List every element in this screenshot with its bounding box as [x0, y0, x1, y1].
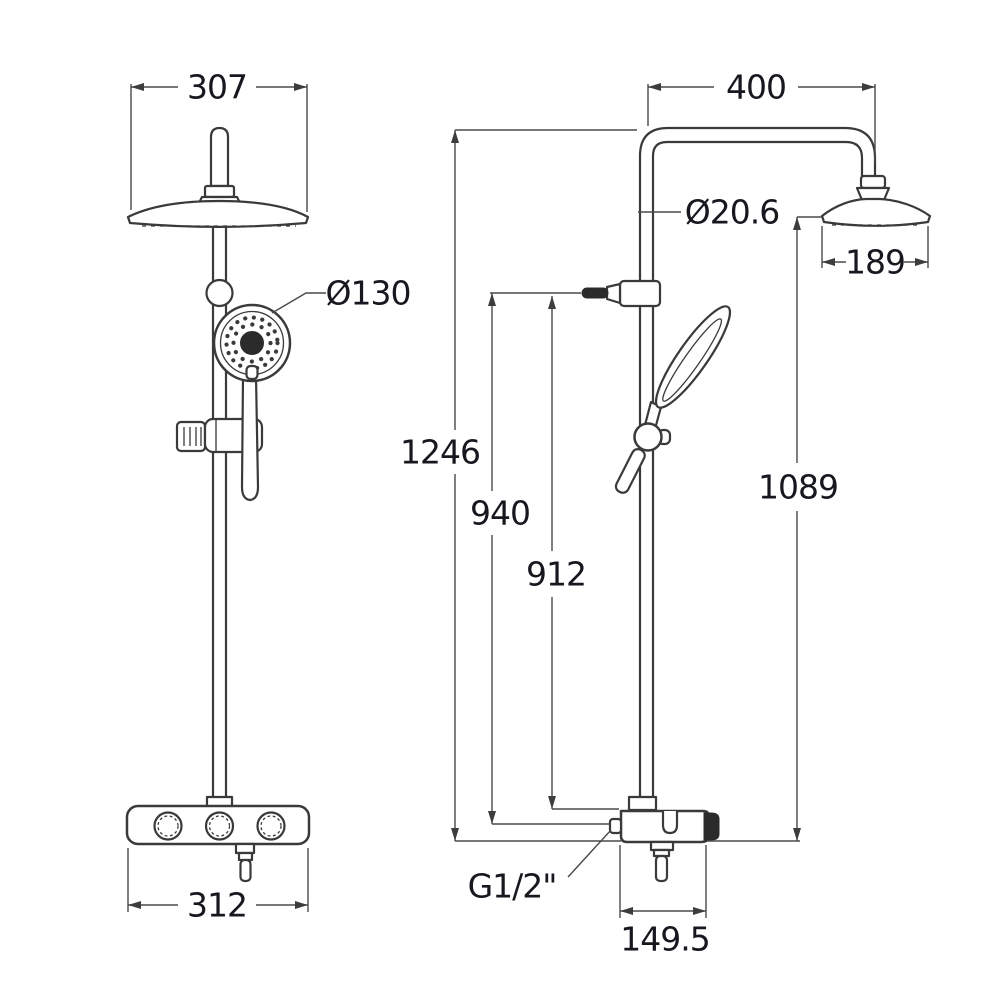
dim-1089-label: 1089 — [758, 468, 838, 507]
dim-valve-depth-label: 149.5 — [620, 920, 709, 959]
front-valve-outlet — [234, 842, 256, 883]
dim-valve-depth: 149.5 — [619, 845, 711, 959]
dim-arm-reach-label: 400 — [726, 68, 786, 107]
front-hand-shower-handle — [240, 374, 260, 502]
dim-inlet-thread: G1/2" — [468, 829, 612, 906]
dim-940-label: 940 — [470, 494, 530, 533]
dim-912-label: 912 — [526, 555, 586, 594]
front-view — [125, 126, 311, 883]
dim-total-height: 1246 — [400, 129, 637, 842]
front-rain-shower-head — [126, 199, 310, 228]
dimensions: 307 Ø130 312 400 Ø20.6 — [127, 68, 929, 959]
side-valve-outlet — [649, 840, 675, 883]
side-pipe-and-arm — [638, 126, 891, 808]
side-hand-shower — [643, 305, 732, 431]
front-mixer-valve — [125, 795, 311, 883]
dim-940: 940 — [470, 292, 610, 825]
dim-side-head-width-label: 189 — [845, 243, 905, 282]
dim-front-head-width-label: 307 — [187, 68, 247, 107]
side-view — [581, 126, 932, 883]
front-rain-head-stem — [195, 126, 244, 209]
valve-knob-2 — [204, 811, 235, 841]
dim-front-base-width: 312 — [127, 848, 309, 925]
dim-pipe-diameter-label: Ø20.6 — [685, 193, 779, 232]
dim-inlet-thread-label: G1/2" — [468, 867, 557, 906]
side-diverter — [581, 279, 662, 308]
front-rail-ball-joint — [205, 278, 234, 308]
front-hand-shower-head — [212, 303, 292, 383]
side-rain-shower-head — [820, 197, 932, 227]
dim-1089: 1089 — [707, 216, 839, 842]
dim-hand-shower-diameter: Ø130 — [271, 274, 411, 314]
side-valve-inlet — [608, 817, 623, 835]
front-riser-pipe — [211, 223, 228, 808]
valve-knob-1 — [153, 811, 183, 841]
dim-pipe-diameter: Ø20.6 — [638, 193, 780, 232]
dim-912: 912 — [526, 296, 619, 810]
dim-side-head-width: 189 — [821, 226, 929, 282]
dim-front-head-width: 307 — [130, 68, 308, 212]
side-mixer-valve — [608, 795, 720, 883]
side-slider-knob — [614, 422, 672, 494]
dim-arm-reach: 400 — [647, 68, 876, 162]
valve-knob-3 — [256, 811, 286, 841]
dim-total-height-label: 1246 — [400, 433, 480, 472]
dim-hand-shower-diameter-label: Ø130 — [326, 274, 411, 313]
dim-front-base-width-label: 312 — [187, 886, 247, 925]
